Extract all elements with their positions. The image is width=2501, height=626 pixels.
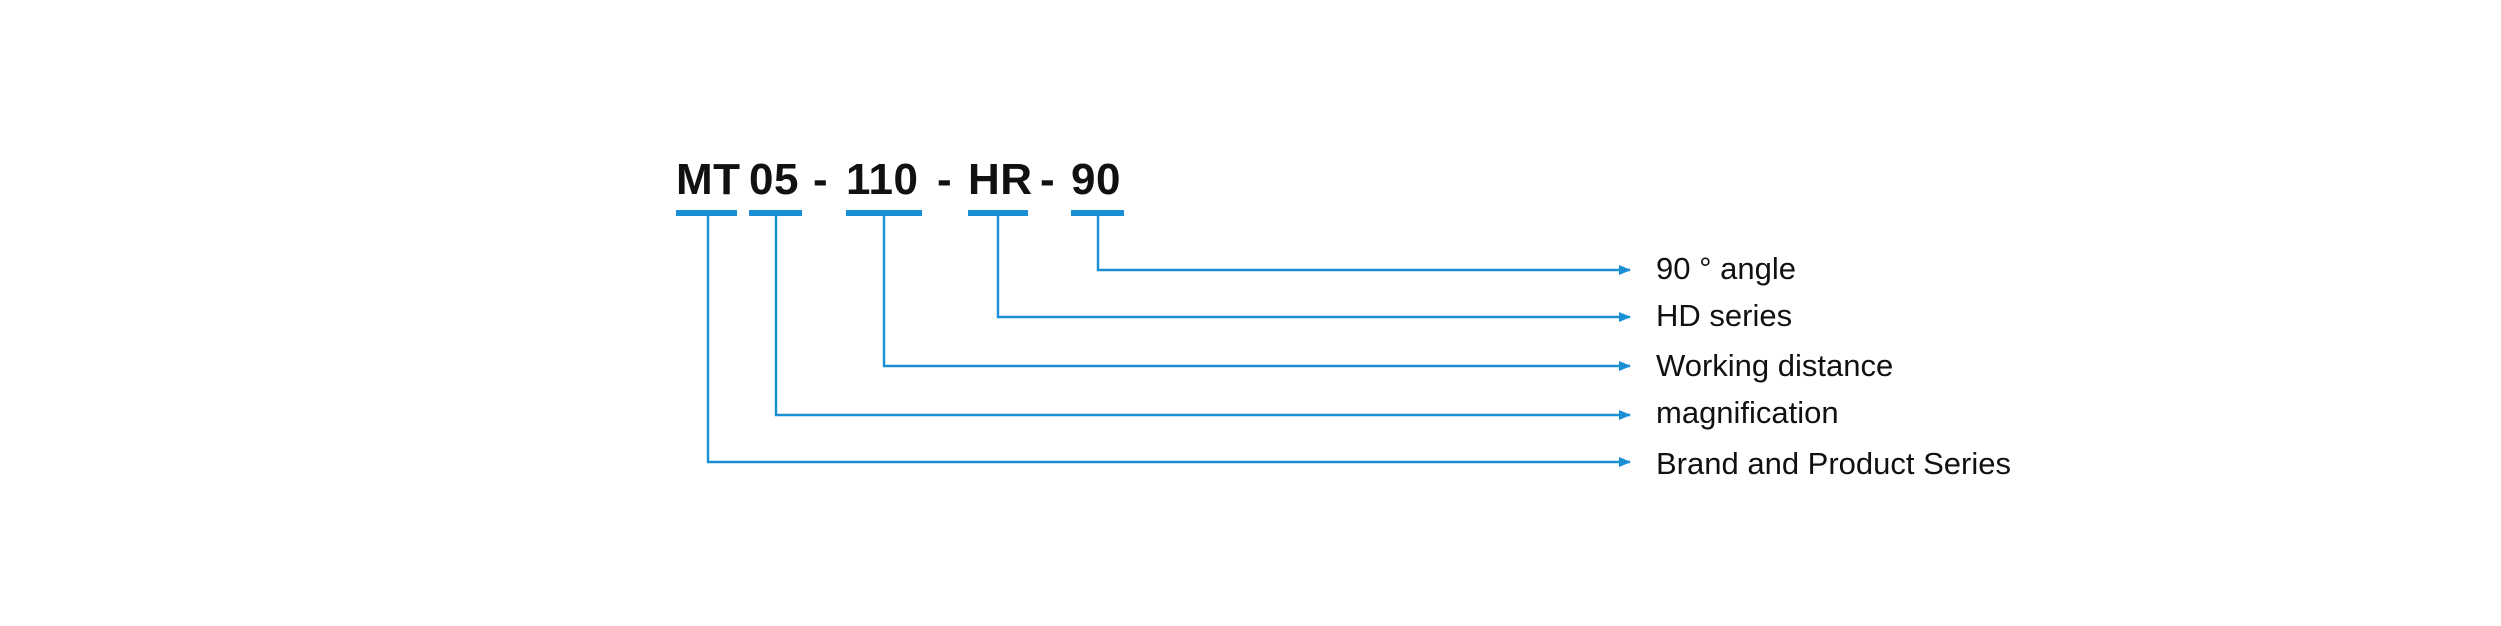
description-brand-series: Brand and Product Series xyxy=(1656,446,2011,481)
underline-05 xyxy=(749,210,802,216)
code-separator: - xyxy=(937,155,952,204)
code-segment-hr: HR xyxy=(968,155,1033,204)
code-separator: - xyxy=(1040,155,1055,204)
leader-line-hr xyxy=(996,216,1631,322)
code-segment-05: 05 xyxy=(749,155,799,204)
code-separator: - xyxy=(813,155,828,204)
description-magnification: magnification xyxy=(1656,395,1839,430)
code-segment-90: 90 xyxy=(1071,155,1121,204)
code-segment-mt: MT xyxy=(676,155,741,204)
description-working-distance: Working distance xyxy=(1656,348,1894,383)
leader-line-90 xyxy=(1096,216,1631,275)
underline-mt xyxy=(676,210,737,216)
code-segment-110: 110 xyxy=(846,155,919,204)
description-hd-series: HD series xyxy=(1656,298,1793,333)
leader-line-05 xyxy=(774,216,1631,420)
underline-110 xyxy=(846,210,922,216)
description-angle: 90 ° angle xyxy=(1656,251,1796,286)
underline-90 xyxy=(1071,210,1124,216)
leader-line-110 xyxy=(882,216,1631,371)
leader-line-mt xyxy=(706,216,1631,467)
underline-hr xyxy=(968,210,1028,216)
